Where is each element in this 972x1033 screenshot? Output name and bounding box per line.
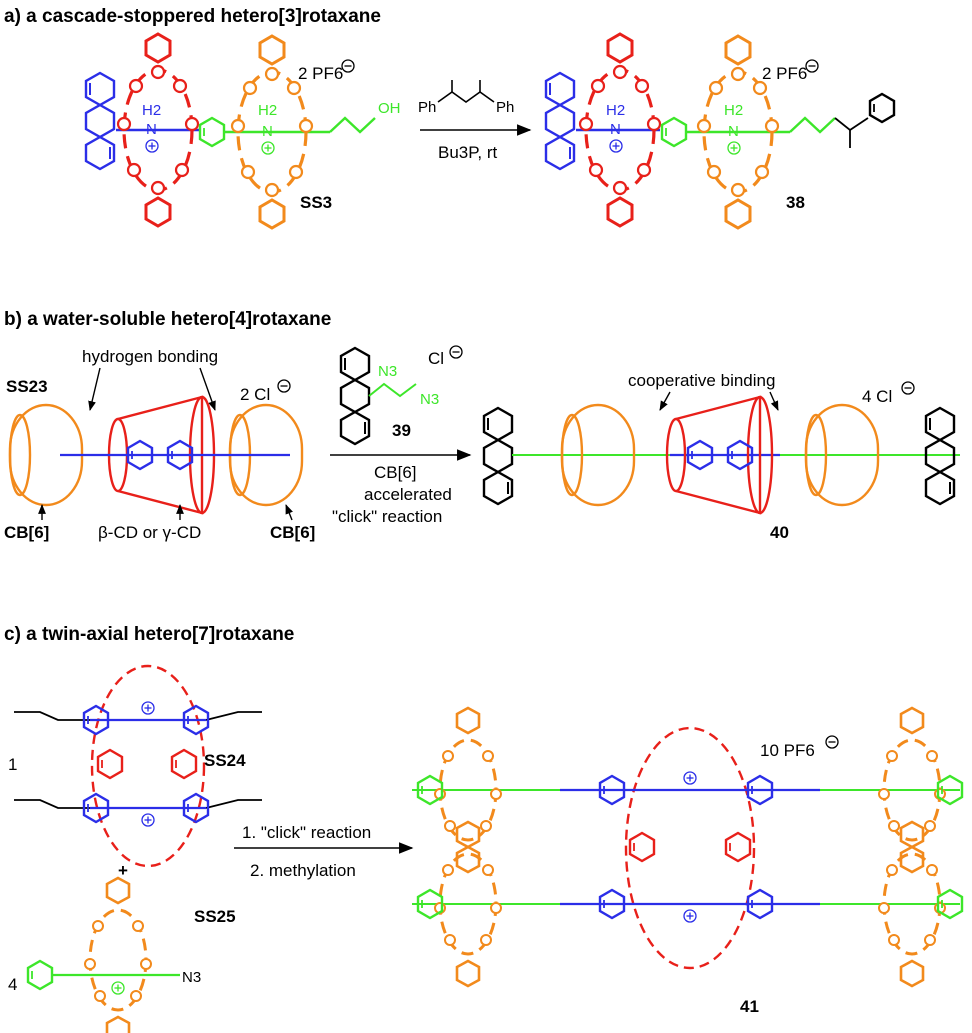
compound-ss3: SS3 bbox=[300, 193, 332, 212]
stoich-4: 4 bbox=[8, 975, 17, 994]
stoich-1: 1 bbox=[8, 755, 17, 774]
counterion-a-left: 2 PF6 bbox=[298, 64, 343, 83]
label-cb6-left: CB[6] bbox=[4, 523, 49, 542]
ss23-assembly: SS23 hydrogen bonding 2 Cl CB[6] β-CD or… bbox=[4, 347, 315, 542]
n-label-green: N bbox=[262, 123, 273, 140]
n-label-blue: N bbox=[146, 121, 157, 138]
oh-label: OH bbox=[378, 100, 401, 117]
reaction-arrow-a: Ph Ph Bu3P, rt bbox=[418, 80, 532, 162]
ss24-assembly: 1 SS24 + bbox=[8, 664, 262, 880]
section-a-title: a) a cascade-stoppered hetero[3]rotaxane bbox=[4, 6, 381, 27]
product-40-assembly: cooperative binding 4 Cl 40 bbox=[482, 371, 960, 542]
reaction-arrow-b: N3 N3 Cl 39 CB[6] accelerated "click" re… bbox=[330, 345, 472, 526]
counterion-a-right: 2 PF6 bbox=[762, 64, 807, 83]
counterion-reagent: Cl bbox=[428, 349, 444, 368]
compound-ss25: SS25 bbox=[194, 907, 236, 926]
anthracene-stopper bbox=[84, 71, 116, 171]
h2-label-green: H2 bbox=[258, 102, 277, 119]
reaction-arrow-c: 1. "click" reaction 2. methylation bbox=[234, 823, 414, 880]
product-41-assembly: 10 PF6 41 bbox=[412, 706, 964, 1016]
label-cd: β-CD or γ-CD bbox=[98, 523, 201, 542]
plus-sign: + bbox=[118, 861, 128, 880]
compound-41: 41 bbox=[740, 997, 759, 1016]
step-1: 1. "click" reaction bbox=[242, 823, 371, 842]
step-2: 2. methylation bbox=[250, 861, 356, 880]
hydrogen-bonding-label: hydrogen bonding bbox=[82, 347, 218, 366]
reagent-ph-left: Ph bbox=[418, 99, 436, 116]
cooperative-binding-label: cooperative binding bbox=[628, 371, 775, 390]
svg-text:H2: H2 bbox=[724, 102, 743, 119]
phenylene-ring bbox=[198, 116, 226, 148]
compound-40: 40 bbox=[770, 523, 789, 542]
arrow-b-line2: accelerated bbox=[364, 485, 452, 504]
arrow-b-line3: "click" reaction bbox=[332, 507, 442, 526]
counterion-b-left: 2 Cl bbox=[240, 385, 270, 404]
section-b-title: b) a water-soluble hetero[4]rotaxane bbox=[4, 309, 331, 330]
compound-39: 39 bbox=[392, 421, 411, 440]
arrow-b-line1: CB[6] bbox=[374, 463, 417, 482]
compound-ss23: SS23 bbox=[6, 377, 48, 396]
counterion-b-right: 4 Cl bbox=[862, 387, 892, 406]
ss25-assembly: 4 N3 SS25 bbox=[8, 876, 236, 1033]
section-c-title: c) a twin-axial hetero[7]rotaxane bbox=[4, 624, 294, 645]
n3-label-c: N3 bbox=[182, 969, 201, 986]
label-cb6-right: CB[6] bbox=[270, 523, 315, 542]
compound-38: 38 bbox=[786, 193, 805, 212]
svg-text:N3: N3 bbox=[378, 363, 397, 380]
n3-label-b: N3 bbox=[420, 391, 439, 408]
reagent-bu3p: Bu3P, rt bbox=[438, 143, 498, 162]
svg-text:H2: H2 bbox=[606, 102, 625, 119]
svg-text:N: N bbox=[728, 123, 739, 140]
ss3-molecule: H2 N H2 N OH 2 PF6 SS3 bbox=[84, 32, 401, 230]
compound-ss24: SS24 bbox=[204, 751, 246, 770]
reagent-ph-right: Ph bbox=[496, 99, 514, 116]
product-38-molecule: H2 N H2 N 2 PF6 38 bbox=[544, 32, 896, 230]
svg-text:N: N bbox=[610, 121, 621, 138]
counterion-c: 10 PF6 bbox=[760, 741, 815, 760]
h2-label-blue: H2 bbox=[142, 102, 161, 119]
